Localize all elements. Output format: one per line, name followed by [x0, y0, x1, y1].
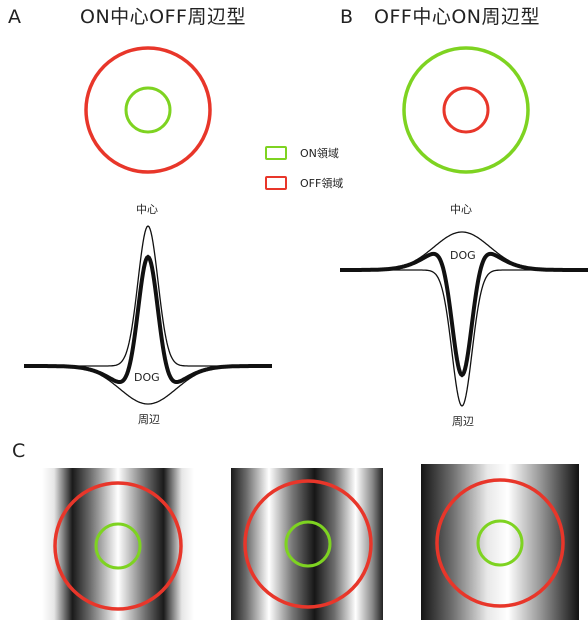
panel-a-dog-curve — [24, 254, 272, 384]
panel-a-surround-circle — [84, 46, 212, 174]
panel-a-title: ON中心OFF周辺型 — [80, 6, 246, 28]
legend-on-label: ON領域 — [300, 147, 339, 160]
legend-on-swatch — [265, 146, 287, 160]
grating-3-center-circle — [476, 519, 524, 567]
panel-c-grating-1 — [42, 468, 194, 620]
grating-image-1 — [42, 468, 194, 620]
panel-a-receptive-field — [84, 46, 212, 174]
panel-b-surround-label: 周辺 — [452, 415, 474, 428]
panel-a-center-circle — [124, 86, 172, 134]
grating-2-center-circle — [284, 520, 332, 568]
panel-a-curves — [24, 225, 272, 405]
panel-a-center-label: 中心 — [136, 203, 158, 216]
panel-b-curves — [340, 231, 588, 407]
panel-b-receptive-field — [402, 46, 530, 174]
panel-c-grating-3 — [421, 464, 579, 620]
panel-b-center-label: 中心 — [450, 203, 472, 216]
panel-c-grating-2 — [231, 468, 383, 620]
panel-b-surround-circle — [402, 46, 530, 174]
grating-image-2 — [231, 468, 383, 620]
panel-b-center-circle — [442, 86, 490, 134]
panel-a-surround-label: 周辺 — [138, 413, 160, 426]
grating-1-center-circle — [94, 522, 142, 570]
panel-c-letter: C — [12, 440, 26, 462]
legend-off-label: OFF領域 — [300, 177, 344, 190]
grating-3-surround-circle — [435, 478, 565, 608]
panel-b-dog-curve — [340, 251, 588, 378]
panel-a-dog-label: DOG — [134, 371, 160, 384]
panel-a-letter: A — [8, 6, 21, 28]
grating-2-surround-circle — [243, 479, 373, 609]
panel-b-center-gaussian — [340, 269, 588, 407]
panel-a-center-gaussian — [24, 225, 272, 367]
panel-b-title: OFF中心ON周辺型 — [374, 6, 540, 28]
legend-off-swatch — [265, 176, 287, 190]
grating-1-surround-circle — [53, 481, 183, 611]
panel-b-letter: B — [340, 6, 354, 28]
grating-image-3 — [421, 464, 579, 620]
panel-b-dog-label: DOG — [450, 249, 476, 262]
